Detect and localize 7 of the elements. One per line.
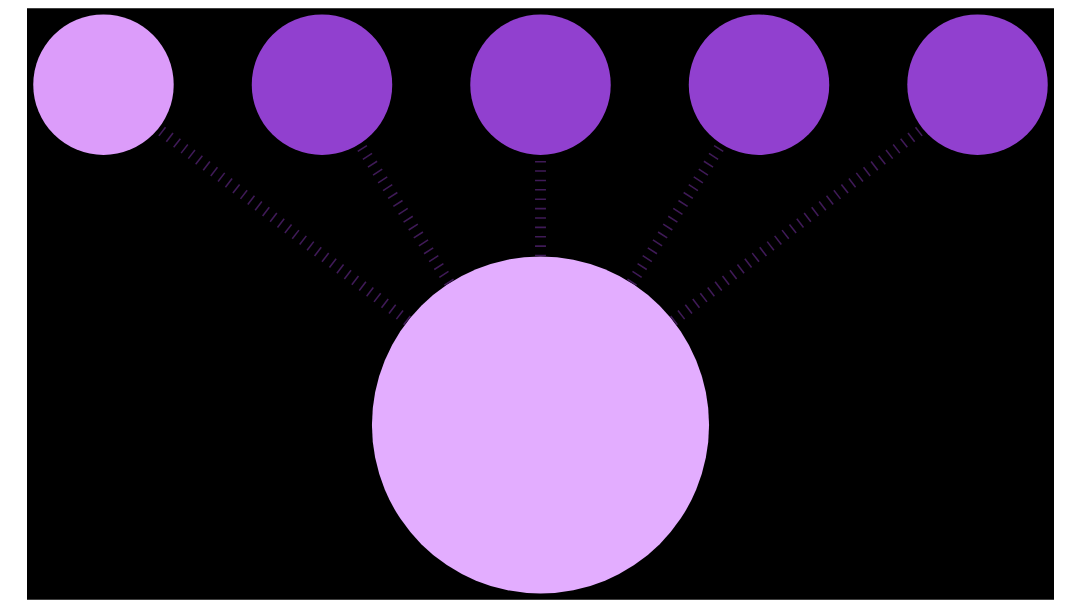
connector xyxy=(669,124,926,326)
node-circle xyxy=(371,256,709,594)
node-circle xyxy=(251,14,392,155)
node-circle xyxy=(469,14,611,155)
node-circle xyxy=(688,14,829,155)
node-circle xyxy=(906,14,1048,155)
node-circle xyxy=(32,14,174,155)
